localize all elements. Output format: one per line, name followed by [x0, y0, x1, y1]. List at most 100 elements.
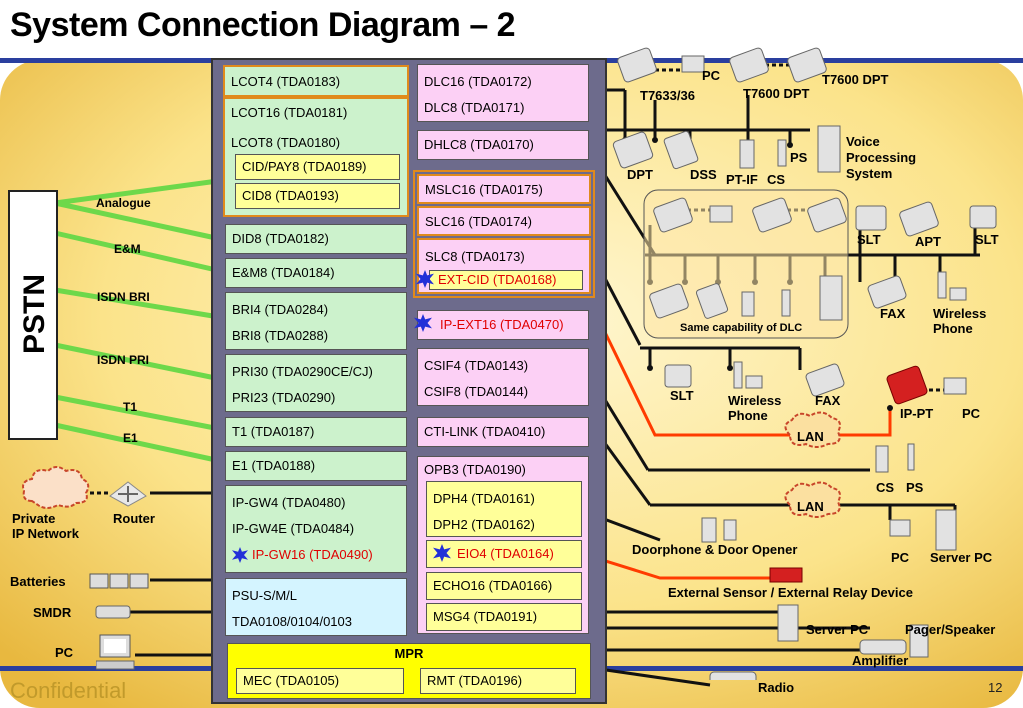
card-slc16[interactable]: SLC16 (TDA0174): [417, 206, 591, 236]
t7633-label: T7633/36: [640, 88, 695, 103]
card-dhlc8[interactable]: DHLC8 (TDA0170): [417, 130, 589, 160]
card-dhlc8-label: DHLC8 (TDA0170): [424, 137, 534, 152]
card-did8-label: DID8 (TDA0182): [232, 231, 329, 246]
radio-label: Radio: [758, 680, 795, 695]
confidential-label: Confidential: [10, 678, 127, 703]
isdn-pri-label: ISDN PRI: [97, 353, 150, 367]
new-burst-icon: [232, 547, 248, 563]
page-title: System Connection Diagram – 2: [10, 6, 516, 44]
printer-icon: [95, 605, 131, 619]
wireless1-label: Wireless: [933, 306, 987, 321]
card-lcot4-label: LCOT4 (TDA0183): [231, 74, 341, 89]
pc2-label: PC: [891, 550, 910, 565]
card-dlc[interactable]: DLC16 (TDA0172) DLC8 (TDA0171): [417, 64, 589, 122]
lan-label: LAN: [797, 429, 824, 444]
card-bri4-label: BRI4 (TDA0284): [232, 302, 329, 317]
card-slc8-label: SLC8 (TDA0173): [425, 249, 525, 264]
ps2-label: PS: [906, 480, 924, 495]
card-ipgw16-label: IP-GW16 (TDA0490): [252, 547, 373, 562]
card-bri[interactable]: BRI4 (TDA0284) BRI8 (TDA0288): [225, 292, 407, 350]
battery-icon: [89, 573, 149, 589]
card-pri30-label: PRI30 (TDA0290CE/CJ): [232, 364, 373, 379]
card-echo16[interactable]: ECHO16 (TDA0166): [426, 572, 582, 600]
new-burst-icon: [416, 270, 434, 288]
card-dph2-label: DPH2 (TDA0162): [433, 517, 535, 532]
card-pri23-label: PRI23 (TDA0290): [232, 390, 336, 405]
card-eio4-label: EIO4 (TDA0164): [457, 546, 554, 561]
card-psu-models: TDA0108/0104/0103: [232, 614, 352, 629]
lan2-label: LAN: [797, 499, 824, 514]
device-icons: [612, 47, 997, 680]
new-burst-icon: [414, 314, 432, 332]
card-cid8[interactable]: CID8 (TDA0193): [235, 183, 400, 209]
card-cidpay8-label: CID/PAY8 (TDA0189): [242, 159, 367, 174]
vps-label-2: Processing: [846, 150, 917, 165]
card-lcot16-lcot8[interactable]: LCOT16 (TDA0181) LCOT8 (TDA0180) CID/PAY…: [223, 97, 409, 217]
slt3-label: SLT: [670, 388, 694, 403]
dss-label: DSS: [690, 167, 717, 182]
card-ipext16[interactable]: IP-EXT16 (TDA0470): [414, 310, 589, 340]
card-slc8[interactable]: SLC8 (TDA0173) EXT-CID (TDA0168): [416, 238, 591, 294]
card-em8[interactable]: E&M8 (TDA0184): [225, 258, 407, 288]
private-label: Private: [12, 511, 56, 526]
slc-group: [413, 170, 595, 298]
card-lcot16-label: LCOT16 (TDA0181): [231, 105, 348, 120]
card-em8-label: E&M8 (TDA0184): [232, 265, 335, 280]
dpt-label: DPT: [627, 167, 653, 182]
amplifier-label: Amplifier: [852, 653, 909, 668]
card-dlc8-label: DLC8 (TDA0171): [424, 100, 525, 115]
card-did8[interactable]: DID8 (TDA0182): [225, 224, 407, 254]
ext-sensor-label: External Sensor / External Relay Device: [668, 585, 913, 600]
new-burst-icon: [433, 544, 451, 562]
router-label: Router: [113, 511, 155, 526]
slt2-label: SLT: [975, 232, 999, 247]
card-psu[interactable]: PSU-S/M/L TDA0108/0104/0103: [225, 578, 407, 636]
card-pri[interactable]: PRI30 (TDA0290CE/CJ) PRI23 (TDA0290): [225, 354, 407, 412]
card-rmt[interactable]: RMT (TDA0196): [420, 668, 576, 694]
card-msg4[interactable]: MSG4 (TDA0191): [426, 603, 582, 631]
card-cidpay8[interactable]: CID/PAY8 (TDA0189): [235, 154, 400, 180]
doorphone-label: Doorphone & Door Opener: [632, 542, 798, 557]
cs-label: CS: [767, 172, 786, 187]
card-mslc16[interactable]: MSLC16 (TDA0175): [417, 174, 591, 204]
pc-icon: [96, 634, 135, 670]
wireless2-label: Wireless: [728, 393, 782, 408]
card-mpr[interactable]: MPR MEC (TDA0105) RMT (TDA0196): [227, 643, 591, 699]
fax2-label: FAX: [815, 393, 841, 408]
card-psu-label: PSU-S/M/L: [232, 588, 298, 603]
ptif-label: PT-IF: [726, 172, 758, 187]
same-cap-label: Same capability of DLC: [680, 322, 803, 334]
pstn-box: PSTN: [8, 190, 58, 440]
smdr-label: SMDR: [33, 605, 72, 620]
t7600a-label: T7600 DPT: [743, 86, 810, 101]
card-dph[interactable]: DPH4 (TDA0161) DPH2 (TDA0162): [426, 481, 582, 537]
vps-label-1: Voice: [846, 134, 880, 149]
card-eio4[interactable]: EIO4 (TDA0164): [426, 540, 582, 568]
card-ipgw4-label: IP-GW4 (TDA0480): [232, 495, 346, 510]
card-mslc16-label: MSLC16 (TDA0175): [425, 182, 543, 197]
cloud-icon: [22, 466, 90, 509]
analogue-label: Analogue: [96, 196, 151, 210]
card-msg4-label: MSG4 (TDA0191): [433, 609, 538, 624]
ip-network-label: IP Network: [12, 526, 79, 541]
t1-label: T1: [123, 400, 138, 414]
card-t1[interactable]: T1 (TDA0187): [225, 417, 407, 447]
card-ctilink[interactable]: CTI-LINK (TDA0410): [417, 417, 589, 447]
card-lcot4[interactable]: LCOT4 (TDA0183): [223, 65, 409, 97]
phone1-label: Phone: [933, 321, 973, 336]
card-e1[interactable]: E1 (TDA0188): [225, 451, 407, 481]
card-t1-label: T1 (TDA0187): [232, 424, 315, 439]
card-ipgw[interactable]: IP-GW4 (TDA0480) IP-GW4E (TDA0484) IP-GW…: [225, 485, 407, 573]
router-icon: [109, 481, 147, 507]
card-csif8-label: CSIF8 (TDA0144): [424, 384, 529, 399]
phone2-label: Phone: [728, 408, 768, 423]
card-bri8-label: BRI8 (TDA0288): [232, 328, 329, 343]
pager-label: Pager/Speaker: [905, 622, 996, 637]
card-mec[interactable]: MEC (TDA0105): [236, 668, 404, 694]
vps-label-3: System: [846, 166, 893, 181]
ps-label: PS: [790, 150, 808, 165]
pstn-label: PSTN: [18, 273, 51, 354]
card-csif[interactable]: CSIF4 (TDA0143) CSIF8 (TDA0144): [417, 348, 589, 406]
server-pc2-label: Server PC: [806, 622, 869, 637]
cs2-label: CS: [876, 480, 895, 495]
